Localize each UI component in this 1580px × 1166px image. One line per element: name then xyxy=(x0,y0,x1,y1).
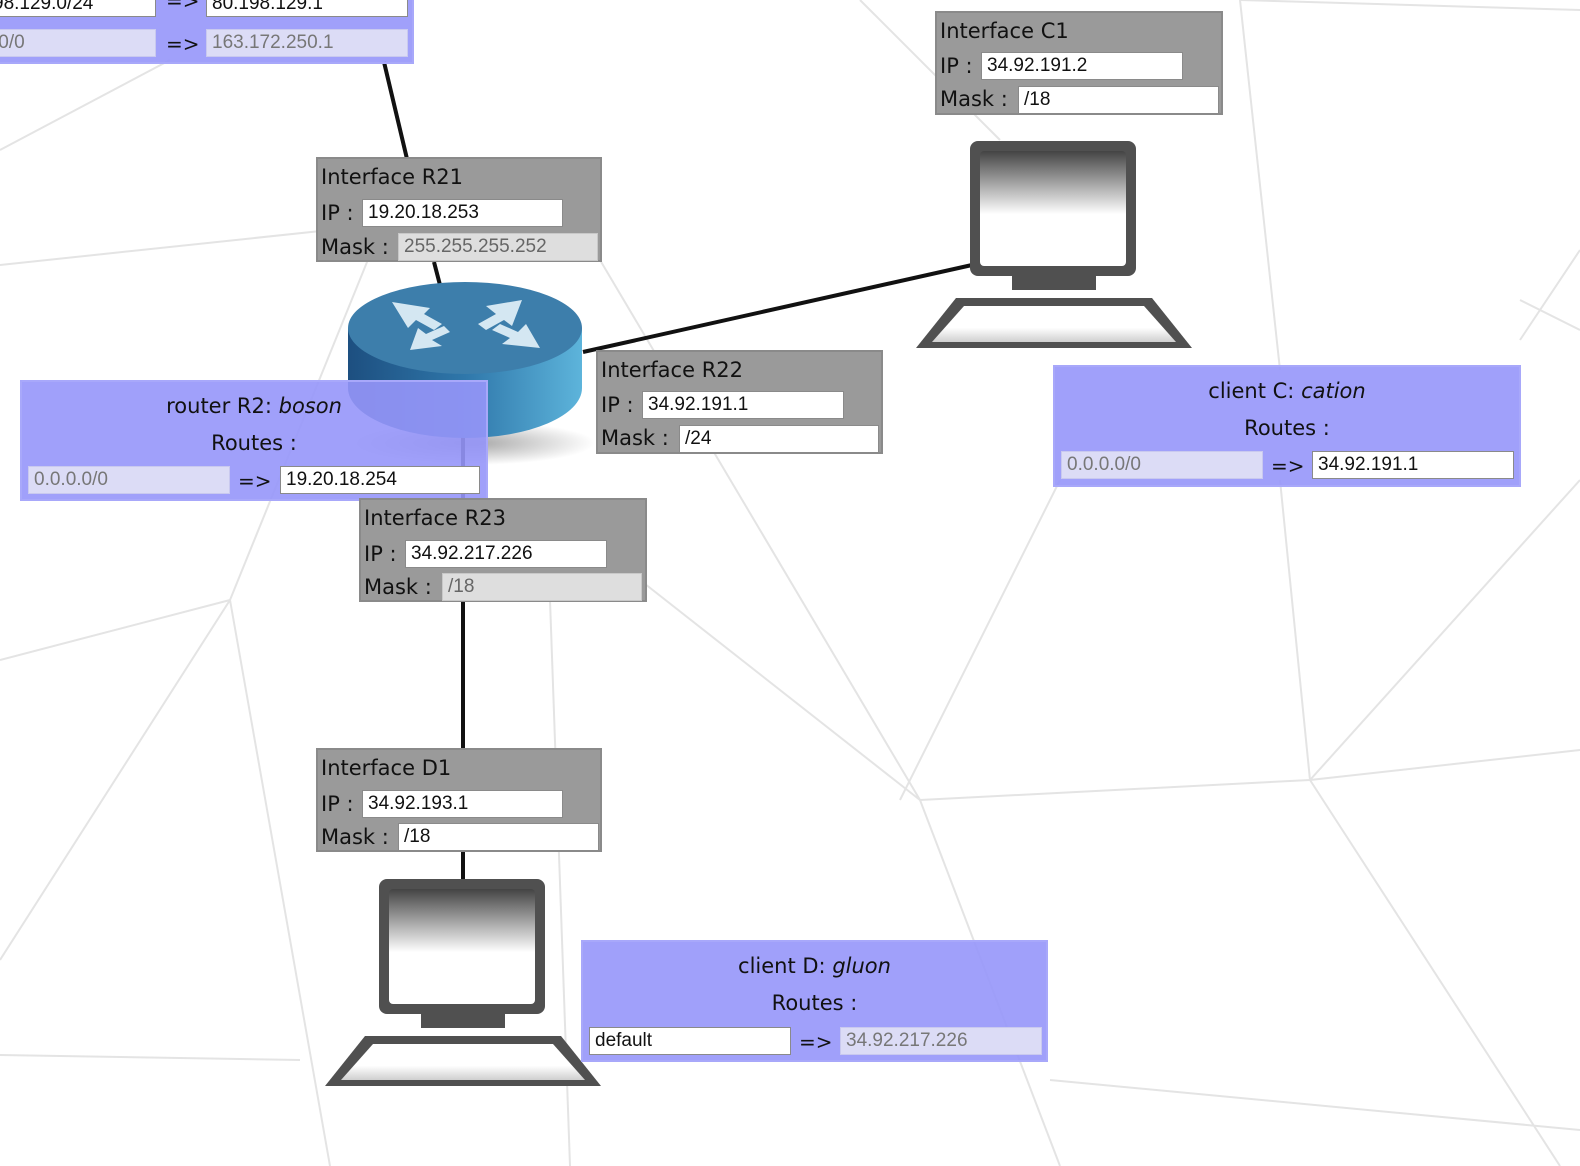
route-gateway-field[interactable]: 80.198.129.1 xyxy=(206,0,408,17)
ip-field[interactable]: 34.92.217.226 xyxy=(405,540,607,568)
route-dest-field[interactable]: .0/0 xyxy=(0,29,156,57)
ip-label: IP : xyxy=(940,54,973,78)
route-gateway-field[interactable]: 19.20.18.254 xyxy=(280,466,480,494)
interface-r21[interactable]: Interface R21 IP : 19.20.18.253 Mask : 2… xyxy=(316,157,602,262)
mask-label: Mask : xyxy=(321,825,389,849)
mask-field[interactable]: /18 xyxy=(398,823,599,851)
router-name: boson xyxy=(278,394,342,418)
mask-field[interactable]: /24 xyxy=(679,425,879,453)
mask-label: Mask : xyxy=(601,426,669,450)
ip-field[interactable]: 19.20.18.253 xyxy=(362,199,563,227)
route-dest-field[interactable]: 98.129.0/24 xyxy=(0,0,156,17)
route-gateway-field[interactable]: 34.92.191.1 xyxy=(1312,451,1514,479)
top-routes-panel: 98.129.0/24 => 80.198.129.1 .0/0 => 163.… xyxy=(0,0,414,64)
route-dest-field[interactable]: 0.0.0.0/0 xyxy=(1061,451,1263,479)
link-r21-router xyxy=(432,261,442,286)
ip-field[interactable]: 34.92.191.1 xyxy=(642,391,844,419)
mask-field[interactable]: /18 xyxy=(442,573,642,601)
route-arrow: => xyxy=(1271,454,1305,478)
route-gateway-field[interactable]: 34.92.217.226 xyxy=(840,1027,1042,1055)
client-title-prefix: client D: xyxy=(738,954,833,978)
routes-label: Routes : xyxy=(771,991,858,1015)
mask-field[interactable]: /18 xyxy=(1018,86,1219,114)
router-title-prefix: router R2: xyxy=(166,394,279,418)
mask-label: Mask : xyxy=(940,87,1008,111)
ip-label: IP : xyxy=(321,792,354,816)
route-dest-field[interactable]: 0.0.0.0/0 xyxy=(28,466,230,494)
route-gateway-field[interactable]: 163.172.250.1 xyxy=(206,29,408,57)
computer-icon[interactable] xyxy=(912,138,1198,354)
ip-label: IP : xyxy=(364,542,397,566)
client-c-panel: client C: cation Routes : 0.0.0.0/0 => 3… xyxy=(1053,365,1521,487)
interface-title: Interface R22 xyxy=(601,358,744,382)
route-arrow: => xyxy=(799,1030,833,1054)
interface-c1[interactable]: Interface C1 IP : 34.92.191.2 Mask : /18 xyxy=(935,11,1223,115)
ip-field[interactable]: 34.92.191.2 xyxy=(981,52,1183,80)
computer-icon[interactable] xyxy=(321,876,607,1092)
route-arrow: => xyxy=(166,32,200,56)
interface-title: Interface R21 xyxy=(321,165,464,189)
mask-label: Mask : xyxy=(364,575,432,599)
mask-label: Mask : xyxy=(321,235,389,259)
client-name: gluon xyxy=(832,954,891,978)
routes-label: Routes : xyxy=(211,431,297,455)
interface-r22[interactable]: Interface R22 IP : 34.92.191.1 Mask : /2… xyxy=(596,350,883,454)
ip-label: IP : xyxy=(321,201,354,225)
route-arrow: => xyxy=(166,0,200,13)
interface-title: Interface C1 xyxy=(940,19,1069,43)
client-title-prefix: client C: xyxy=(1208,379,1302,403)
client-title: client C: cation xyxy=(1055,379,1519,403)
route-arrow: => xyxy=(238,469,272,493)
ip-label: IP : xyxy=(601,393,634,417)
interface-title: Interface D1 xyxy=(321,756,452,780)
client-d-panel: client D: gluon Routes : default => 34.9… xyxy=(581,940,1048,1062)
interface-title: Interface R23 xyxy=(364,506,507,530)
client-title: client D: gluon xyxy=(583,954,1046,978)
interface-r23[interactable]: Interface R23 IP : 34.92.217.226 Mask : … xyxy=(359,498,647,602)
link-router-c1 xyxy=(582,263,973,354)
routes-label: Routes : xyxy=(1244,416,1330,440)
mask-field[interactable]: 255.255.255.252 xyxy=(398,233,598,261)
route-dest-field[interactable]: default xyxy=(589,1027,791,1055)
client-name: cation xyxy=(1301,379,1366,403)
router-r2-panel: router R2: boson Routes : 0.0.0.0/0 => 1… xyxy=(20,380,488,501)
interface-d1[interactable]: Interface D1 IP : 34.92.193.1 Mask : /18 xyxy=(316,748,602,852)
ip-field[interactable]: 34.92.193.1 xyxy=(362,790,563,818)
router-title: router R2: boson xyxy=(22,394,486,418)
